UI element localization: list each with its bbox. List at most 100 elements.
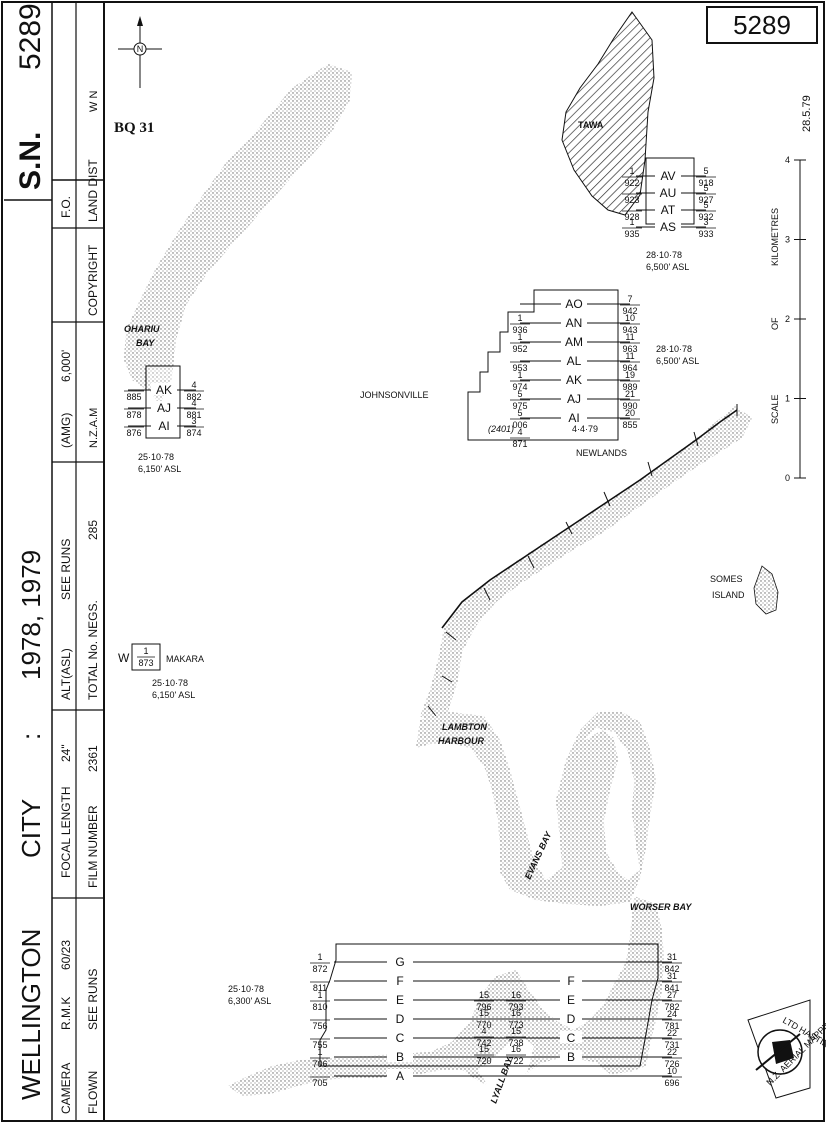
ohariu-right-bottom: 882 bbox=[186, 392, 201, 402]
negs-value: 285 bbox=[86, 520, 100, 540]
flown-label: FLOWN bbox=[86, 1071, 100, 1114]
south-right-top: 27 bbox=[667, 990, 677, 1000]
johnsonville-left-top: 1 bbox=[517, 370, 522, 380]
sn-label: S.N. bbox=[14, 132, 47, 190]
alt-label: ALT(ASL) bbox=[59, 648, 73, 700]
south-run-letter: D bbox=[396, 1012, 405, 1026]
title-colon: : bbox=[16, 733, 46, 740]
place-worser-bay: WORSER BAY bbox=[630, 902, 692, 912]
ohariu-run-letter: AK bbox=[156, 383, 172, 397]
tawa-left-top: 1 bbox=[629, 166, 634, 176]
makara-date: 25·10·78 bbox=[152, 678, 188, 688]
ohariu-right-top: 3 bbox=[191, 416, 196, 426]
ohariu-run-letter: AI bbox=[158, 419, 169, 433]
johnsonville-left-bottom: 974 bbox=[512, 382, 527, 392]
south-mid-top: 16 bbox=[511, 1044, 521, 1054]
johnsonville-left-bottom: 006 bbox=[512, 420, 527, 430]
ohariu-left-bottom: 876 bbox=[126, 428, 141, 438]
south-right-bottom: 782 bbox=[664, 1002, 679, 1012]
scale-of: OF bbox=[770, 317, 780, 330]
runs-group-south bbox=[319, 943, 659, 1067]
south-run-letter: B bbox=[396, 1050, 404, 1064]
years: 1978, 1979 bbox=[16, 550, 46, 680]
johnsonville-right-bottom: 990 bbox=[622, 401, 637, 411]
north-symbol: N bbox=[137, 44, 144, 54]
johnsonville-run-letter: AI bbox=[568, 411, 579, 425]
ohariu-run-AK: AK 885 4 882 bbox=[124, 380, 204, 402]
johnsonville-right-top: 10 bbox=[625, 313, 635, 323]
railway-ticks bbox=[427, 404, 738, 717]
south-mid-top: 16 bbox=[511, 990, 521, 1000]
johnsonville-right-bottom: 943 bbox=[622, 325, 637, 335]
south-run-letter-repeat: C bbox=[567, 1031, 576, 1045]
johnsonville-alt: 6,500' ASL bbox=[656, 356, 699, 366]
makara-bottom: 873 bbox=[138, 658, 153, 668]
place-somes: SOMES bbox=[710, 574, 743, 584]
tawa-left-top: 1 bbox=[629, 217, 634, 227]
south-alt: 6,300' ASL bbox=[228, 996, 271, 1006]
johnsonville-run-letter: AM bbox=[565, 335, 583, 349]
tawa-run-letter: AT bbox=[661, 203, 676, 217]
south-run-letter-repeat: D bbox=[567, 1012, 576, 1026]
run-special-number: (2401) bbox=[488, 424, 514, 434]
south-mid-top: 4 bbox=[481, 1026, 486, 1036]
place-johnsonville: JOHNSONVILLE bbox=[360, 390, 429, 400]
amg-label: (AMG) bbox=[59, 413, 73, 448]
camera-value: R.M.K bbox=[59, 997, 73, 1030]
tawa-run-letter: AS bbox=[660, 220, 676, 234]
ohariu-left-bottom: 885 bbox=[126, 392, 141, 402]
south-right-bottom: 781 bbox=[664, 1021, 679, 1031]
nz-aerial-mapping-logo: N.Z. AERIAL MAPPING LTD HASTINGS bbox=[747, 999, 826, 1099]
place-newlands: NEWLANDS bbox=[576, 448, 627, 458]
tawa-right-bottom: 933 bbox=[698, 229, 713, 239]
fo-label: F.O. bbox=[59, 196, 73, 218]
ohariu-right-bottom: 874 bbox=[186, 428, 201, 438]
south-mid-bottom: 738 bbox=[508, 1038, 523, 1048]
title-block: S.N. 5289 1978, 1979 : CITY WELLINGTON C… bbox=[1, 1, 105, 1122]
tawa-right-top: 5 bbox=[703, 200, 708, 210]
tawa-left-bottom: 923 bbox=[624, 195, 639, 205]
film-label: FILM NUMBER bbox=[86, 805, 100, 888]
map-reference: BQ 31 bbox=[114, 120, 155, 136]
harbour-coast-strip bbox=[420, 406, 752, 722]
south-left-bottom: 811 bbox=[313, 983, 327, 993]
johnsonville-left-bottom: 975 bbox=[512, 401, 527, 411]
land-dist-label: LAND DIST bbox=[86, 159, 100, 222]
ohariu-coast-strip bbox=[124, 64, 352, 405]
south-right-top: 22 bbox=[667, 1047, 677, 1057]
south-right-top: 31 bbox=[667, 952, 677, 962]
tawa-left-bottom: 935 bbox=[624, 229, 639, 239]
ohariu-run-AI: AI 876 3 874 bbox=[124, 416, 204, 438]
johnsonville-right-top: 7 bbox=[627, 294, 632, 304]
johnsonville-left-top: 1 bbox=[517, 332, 522, 342]
south-left-bottom: 705 bbox=[312, 1078, 327, 1088]
alt-value: SEE RUNS bbox=[59, 539, 73, 600]
south-right-bottom: 726 bbox=[664, 1059, 679, 1069]
johnsonville-right-top: 19 bbox=[625, 370, 635, 380]
scale-tick-label: 0 bbox=[785, 473, 790, 483]
south-left-top: 1 bbox=[317, 990, 322, 1000]
makara-place: MAKARA bbox=[166, 654, 204, 664]
lambton-evans-coast bbox=[416, 712, 656, 906]
johnsonville-right-bottom: 964 bbox=[622, 363, 637, 373]
south-right-top: 31 bbox=[667, 971, 677, 981]
johnsonville-right-bottom: 855 bbox=[622, 420, 637, 430]
north-arrow-icon: N bbox=[118, 16, 162, 88]
ohariu-right-top: 4 bbox=[191, 380, 196, 390]
place-ohariu: OHARIU bbox=[124, 324, 160, 334]
